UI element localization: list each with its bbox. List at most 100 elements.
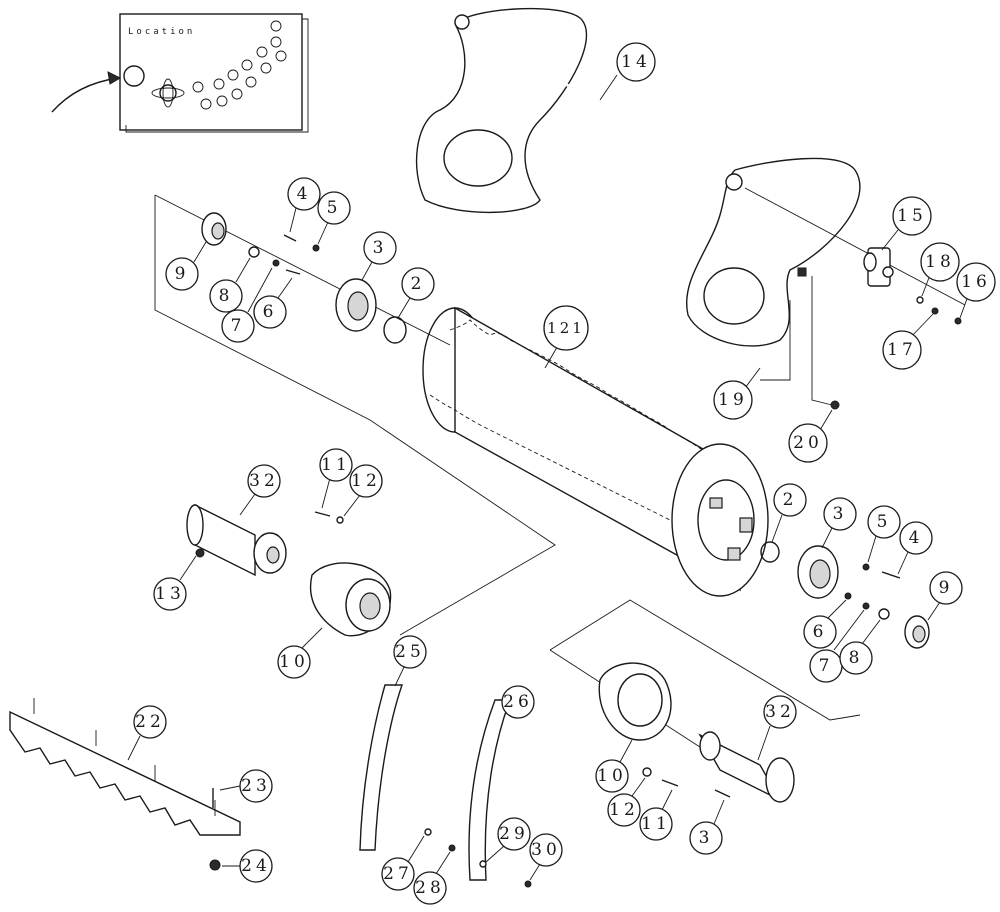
callout-7-left: 7 bbox=[221, 267, 273, 343]
callout-25: 25 bbox=[393, 635, 427, 687]
callout-15: 15 bbox=[881, 196, 932, 251]
svg-text:11: 11 bbox=[641, 814, 671, 834]
svg-text:7: 7 bbox=[819, 656, 834, 676]
svg-text:30: 30 bbox=[531, 840, 561, 860]
callout-4-left: 4 bbox=[287, 177, 321, 233]
svg-text:23: 23 bbox=[241, 776, 271, 796]
left-motor-assembly bbox=[186, 503, 392, 637]
callout-19: 19 bbox=[713, 367, 761, 420]
svg-text:5: 5 bbox=[877, 512, 892, 532]
callout-20: 20 bbox=[788, 409, 833, 463]
svg-text:22: 22 bbox=[135, 712, 165, 732]
callout-3-right-bottom: 3 bbox=[689, 799, 725, 855]
right-motor-assembly bbox=[549, 599, 861, 803]
svg-text:25: 25 bbox=[395, 642, 425, 662]
callout-12-right: 12 bbox=[607, 777, 646, 827]
callout-28: 28 bbox=[413, 851, 451, 905]
callout-32-right: 32 bbox=[757, 695, 797, 761]
svg-text:9: 9 bbox=[939, 578, 954, 598]
svg-text:20: 20 bbox=[793, 433, 823, 453]
callout-4-right: 4 bbox=[897, 521, 933, 575]
svg-text:16: 16 bbox=[961, 272, 991, 292]
svg-text:4: 4 bbox=[297, 184, 312, 204]
svg-text:7: 7 bbox=[231, 316, 246, 336]
callout-27: 27 bbox=[381, 835, 425, 891]
svg-text:3: 3 bbox=[699, 828, 714, 848]
callout-10-right: 10 bbox=[595, 739, 633, 793]
callout-13-left: 13 bbox=[153, 555, 197, 611]
svg-text:10: 10 bbox=[597, 766, 627, 786]
knife-bar bbox=[9, 698, 241, 871]
svg-text:10: 10 bbox=[279, 652, 309, 672]
svg-text:19: 19 bbox=[718, 390, 748, 410]
svg-text:32: 32 bbox=[765, 702, 795, 722]
svg-text:32: 32 bbox=[249, 471, 279, 491]
callout-17: 17 bbox=[882, 313, 934, 370]
callout-14: 14 bbox=[599, 42, 656, 101]
callout-5-right: 5 bbox=[867, 505, 901, 563]
callout-16-right: 16 bbox=[956, 262, 996, 319]
svg-text:14: 14 bbox=[621, 52, 651, 72]
callout-6-left: 6 bbox=[253, 277, 293, 329]
svg-text:27: 27 bbox=[383, 864, 413, 884]
callout-24: 24 bbox=[222, 849, 273, 883]
reel-frame-assembly bbox=[415, 7, 966, 410]
svg-text:3: 3 bbox=[373, 238, 388, 258]
callout-9-right: 9 bbox=[927, 571, 963, 621]
svg-text:3: 3 bbox=[833, 504, 848, 524]
location-joystick-icon bbox=[151, 78, 185, 108]
svg-text:8: 8 bbox=[219, 286, 234, 306]
svg-text:24: 24 bbox=[241, 856, 271, 876]
location-label: Location bbox=[128, 27, 195, 37]
callout-30: 30 bbox=[529, 833, 563, 881]
callouts: 14 15 18 16 17 19 20 121 4 5 3 2 9 8 7 6… bbox=[127, 42, 996, 905]
callout-12-left: 12 bbox=[343, 464, 383, 517]
callout-11-right: 11 bbox=[639, 789, 673, 841]
callout-32-left: 32 bbox=[239, 464, 281, 516]
wear-strips bbox=[359, 684, 532, 888]
callout-5-left: 5 bbox=[317, 191, 351, 245]
svg-text:29: 29 bbox=[499, 824, 529, 844]
svg-text:18: 18 bbox=[925, 252, 955, 272]
callout-10-left: 10 bbox=[277, 627, 323, 679]
callout-121: 121 bbox=[543, 305, 589, 369]
callout-29: 29 bbox=[485, 817, 531, 863]
svg-text:2: 2 bbox=[783, 490, 798, 510]
callout-2-left: 2 bbox=[397, 267, 435, 319]
callout-26: 26 bbox=[501, 685, 535, 719]
callout-9-left: 9 bbox=[165, 241, 207, 291]
callout-6-right: 6 bbox=[803, 599, 847, 649]
svg-text:12: 12 bbox=[609, 800, 639, 820]
svg-text:4: 4 bbox=[909, 528, 924, 548]
svg-text:28: 28 bbox=[415, 878, 445, 898]
callout-22: 22 bbox=[127, 705, 167, 761]
svg-text:15: 15 bbox=[897, 206, 927, 226]
svg-text:6: 6 bbox=[263, 302, 278, 322]
callout-8-left: 8 bbox=[209, 257, 251, 313]
callout-3-left: 3 bbox=[361, 231, 397, 281]
svg-text:6: 6 bbox=[813, 622, 828, 642]
svg-text:12: 12 bbox=[351, 471, 381, 491]
svg-text:2: 2 bbox=[411, 274, 426, 294]
callout-3-right: 3 bbox=[821, 497, 857, 549]
callout-18-right: 18 bbox=[920, 242, 960, 297]
reel-drum bbox=[422, 306, 769, 597]
callout-11-left: 11 bbox=[319, 448, 353, 509]
callout-23: 23 bbox=[219, 769, 273, 803]
callout-7-right: 7 bbox=[809, 609, 865, 683]
svg-text:121: 121 bbox=[547, 319, 585, 337]
callout-2-right: 2 bbox=[771, 483, 807, 543]
svg-text:26: 26 bbox=[503, 692, 533, 712]
svg-text:13: 13 bbox=[155, 584, 185, 604]
svg-text:5: 5 bbox=[327, 198, 342, 218]
callout-8-right: 8 bbox=[839, 619, 881, 675]
svg-text:11: 11 bbox=[321, 455, 351, 475]
left-bearing-group bbox=[154, 194, 556, 636]
svg-text:8: 8 bbox=[849, 648, 864, 668]
location-inset: Location bbox=[51, 13, 309, 133]
svg-text:17: 17 bbox=[887, 340, 917, 360]
right-bearing-group bbox=[760, 541, 930, 649]
svg-text:9: 9 bbox=[175, 264, 190, 284]
bearing-bracket bbox=[863, 247, 962, 325]
